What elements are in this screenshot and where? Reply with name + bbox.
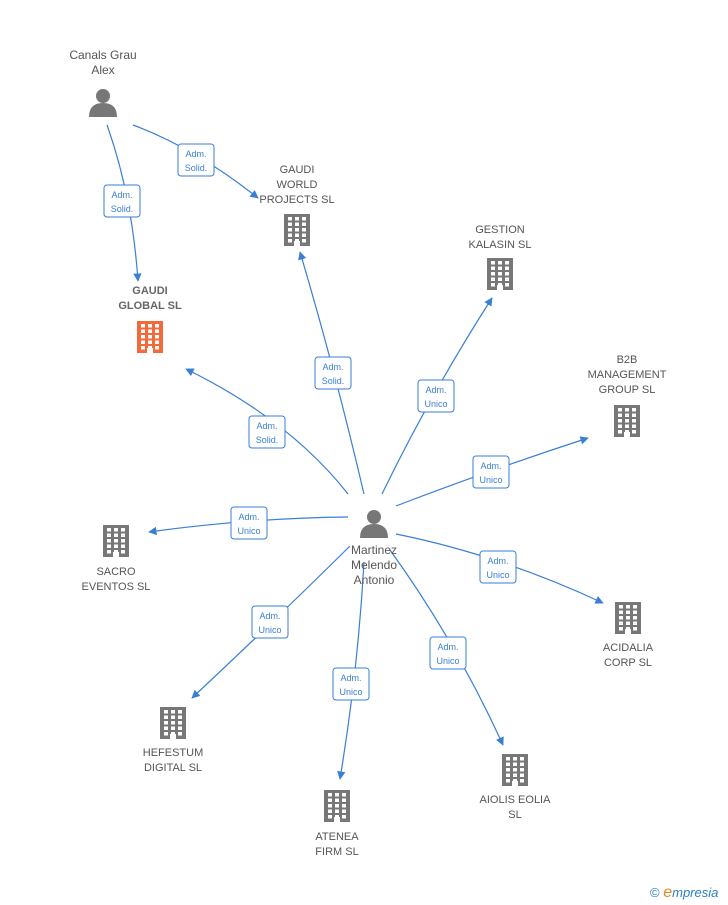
- company-name: ACIDALIA: [603, 642, 654, 654]
- role-badge[interactable]: Adm. Solid.: [103, 184, 141, 218]
- role-badge-text: Adm.: [238, 512, 259, 522]
- company-name: CORP SL: [604, 657, 652, 669]
- role-badge-text: Adm.: [185, 149, 206, 159]
- role-badge[interactable]: Adm. Unico: [479, 550, 517, 584]
- building-icon: [284, 214, 310, 246]
- role-badge-box: [429, 636, 467, 670]
- role-badge[interactable]: Adm. Solid.: [248, 415, 286, 449]
- role-badge-text: Solid.: [185, 163, 208, 173]
- person-name: Canals Grau: [69, 48, 136, 62]
- building-icon: [103, 525, 129, 557]
- company-name: GESTION: [475, 224, 525, 236]
- role-badge-text: Adm.: [437, 642, 458, 652]
- role-badge-text: Solid.: [256, 435, 279, 445]
- role-badge-text: Unico: [237, 526, 260, 536]
- role-badge-text: Unico: [258, 625, 281, 635]
- company-node-aiolis[interactable]: AIOLIS EOLIA SL: [480, 754, 552, 821]
- company-name: EVENTOS SL: [82, 581, 151, 593]
- role-badge-text: Unico: [436, 656, 459, 666]
- company-name: WORLD: [277, 179, 318, 191]
- role-badge-text: Adm.: [480, 461, 501, 471]
- role-badge-box: [314, 356, 352, 390]
- role-badge-box: [251, 605, 289, 639]
- role-badge-text: Adm.: [259, 611, 280, 621]
- role-badge-text: Solid.: [322, 376, 345, 386]
- badges-layer: Adm. Solid. Adm. Solid. Adm. Solid. Adm. Solid.…: [103, 143, 517, 701]
- role-badge-text: Unico: [486, 570, 509, 580]
- building-icon: [487, 258, 513, 290]
- company-name: SL: [508, 809, 521, 821]
- role-badge-box: [332, 667, 370, 701]
- role-badge-text: Unico: [424, 399, 447, 409]
- role-badge[interactable]: Adm. Unico: [332, 667, 370, 701]
- company-name: GLOBAL SL: [118, 300, 182, 312]
- company-name: KALASIN SL: [469, 239, 532, 251]
- building-icon: [502, 754, 528, 786]
- role-badge-box: [417, 379, 455, 413]
- role-badge-text: Adm.: [322, 362, 343, 372]
- company-node-gaudi_global[interactable]: GAUDI GLOBAL SL: [118, 285, 182, 353]
- company-name: GROUP SL: [599, 384, 656, 396]
- role-badge-text: Solid.: [111, 204, 134, 214]
- role-badge[interactable]: Adm. Unico: [417, 379, 455, 413]
- role-badge-box: [103, 184, 141, 218]
- role-badge-text: Adm.: [425, 385, 446, 395]
- brand-logo-initial: e: [663, 884, 673, 901]
- person-name: Alex: [91, 63, 114, 77]
- company-name: FIRM SL: [315, 846, 358, 858]
- nodes-layer: GAUDI GLOBAL SL GAUDI WORLD PROJECTS SL GESTI…: [69, 48, 666, 858]
- role-badge-box: [479, 550, 517, 584]
- person-name: Melendo: [351, 558, 397, 572]
- company-name: SACRO: [96, 566, 136, 578]
- role-badge[interactable]: Adm. Unico: [472, 455, 510, 489]
- company-node-acidalia[interactable]: ACIDALIA CORP SL: [603, 602, 654, 669]
- company-name: B2B: [617, 354, 638, 366]
- company-name: GAUDI: [280, 164, 315, 176]
- brand-footer[interactable]: © empresia: [650, 884, 718, 902]
- company-name: GAUDI: [132, 285, 167, 297]
- role-badge[interactable]: Adm. Solid.: [314, 356, 352, 390]
- company-node-sacro[interactable]: SACRO EVENTOS SL: [82, 525, 151, 593]
- company-node-gestion[interactable]: GESTION KALASIN SL: [469, 224, 532, 290]
- brand-logo-text: mpresia: [672, 885, 719, 900]
- role-badge[interactable]: Adm. Solid.: [177, 143, 215, 177]
- person-icon: [89, 89, 117, 117]
- building-icon: [324, 790, 350, 822]
- role-badge-box: [230, 506, 268, 540]
- company-name: ATENEA: [315, 831, 359, 843]
- role-badge-text: Unico: [339, 687, 362, 697]
- company-node-gaudi_world[interactable]: GAUDI WORLD PROJECTS SL: [259, 164, 335, 246]
- role-badge-text: Adm.: [487, 556, 508, 566]
- role-badge-text: Unico: [479, 475, 502, 485]
- company-name: HEFESTUM: [143, 747, 204, 759]
- person-icon: [360, 510, 388, 538]
- company-name: AIOLIS EOLIA: [480, 794, 552, 806]
- role-badge-box: [248, 415, 286, 449]
- role-badge[interactable]: Adm. Unico: [429, 636, 467, 670]
- building-icon: [160, 707, 186, 739]
- role-badge-box: [472, 455, 510, 489]
- company-name: DIGITAL SL: [144, 762, 202, 774]
- company-node-atenea[interactable]: ATENEA FIRM SL: [315, 790, 359, 858]
- role-badge-text: Adm.: [111, 190, 132, 200]
- role-badge-text: Adm.: [340, 673, 361, 683]
- building-icon: [614, 405, 640, 437]
- company-node-hefestum[interactable]: HEFESTUM DIGITAL SL: [143, 707, 204, 774]
- copyright-symbol: ©: [650, 885, 660, 900]
- company-name: PROJECTS SL: [259, 194, 334, 206]
- company-node-b2b[interactable]: B2B MANAGEMENT GROUP SL: [588, 354, 667, 437]
- building-icon: [137, 321, 163, 353]
- building-icon: [615, 602, 641, 634]
- role-badge-text: Adm.: [256, 421, 277, 431]
- person-name: Martinez: [351, 543, 397, 557]
- role-badge-box: [177, 143, 215, 177]
- person-name: Antonio: [354, 573, 395, 587]
- role-badge[interactable]: Adm. Unico: [230, 506, 268, 540]
- role-badge[interactable]: Adm. Unico: [251, 605, 289, 639]
- company-name: MANAGEMENT: [588, 369, 667, 381]
